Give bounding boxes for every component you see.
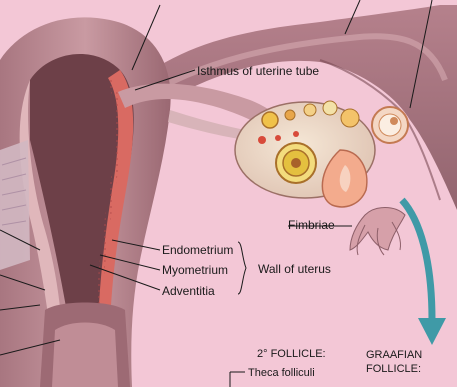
label-isthmus: Isthmus of uterine tube (197, 64, 319, 78)
label-fimbriae: Fimbriae (288, 218, 335, 232)
label-graafian-line1: GRAAFIAN (366, 348, 422, 362)
label-myometrium: Myometrium (162, 263, 228, 277)
label-endometrium: Endometrium (162, 243, 233, 257)
label-secondary-follicle: 2° FOLLICLE: (257, 347, 326, 361)
primary-follicle (262, 112, 278, 128)
label-graafian-line2: FOLLICLE: (366, 362, 421, 376)
label-theca-folliculi: Theca folliculi (248, 366, 315, 380)
label-adventitia: Adventitia (162, 284, 215, 298)
label-wall-of-uterus: Wall of uterus (258, 262, 331, 276)
